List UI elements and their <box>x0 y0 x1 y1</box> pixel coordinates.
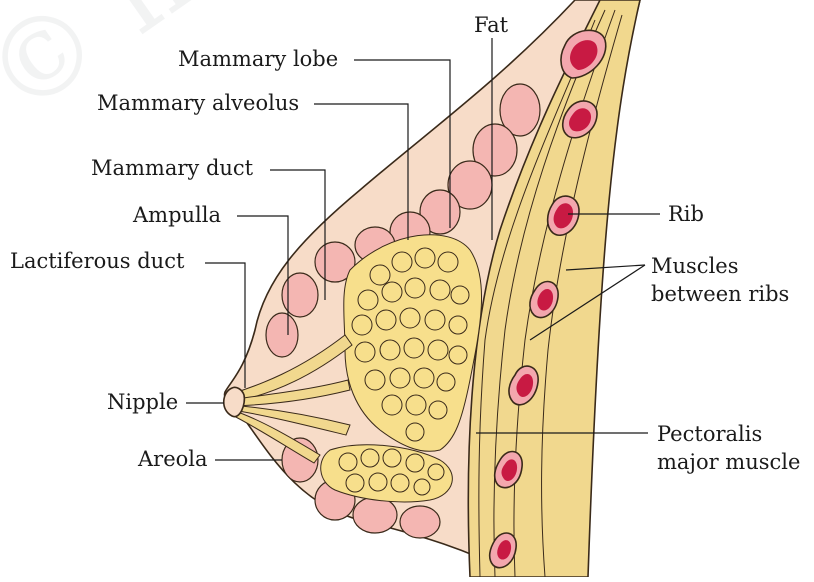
label-rib: Rib <box>668 202 704 226</box>
label-lactiferous-duct: Lactiferous duct <box>10 249 185 273</box>
label-muscles-between-ribs-line2: between ribs <box>651 282 789 306</box>
watermark-text: © not to be republished <box>0 0 814 141</box>
label-ampulla: Ampulla <box>132 203 221 227</box>
label-mammary-lobe: Mammary lobe <box>178 47 338 71</box>
label-lactiferous-duct-group: Lactiferous duct <box>10 249 245 388</box>
label-areola-group: Areola <box>137 447 282 471</box>
label-fat: Fat <box>474 13 509 37</box>
label-mammary-duct: Mammary duct <box>91 156 254 180</box>
watermark: © not to be republished <box>0 0 814 141</box>
label-areola: Areola <box>137 447 208 471</box>
label-nipple-group: Nipple <box>107 390 224 414</box>
label-mammary-alveolus: Mammary alveolus <box>97 91 299 115</box>
label-nipple: Nipple <box>107 390 178 414</box>
label-pectoralis-line2: major muscle <box>657 450 800 474</box>
label-muscles-between-ribs-line1: Muscles <box>651 254 739 278</box>
label-pectoralis-line1: Pectoralis <box>657 422 762 446</box>
nipple-shape <box>224 387 245 416</box>
